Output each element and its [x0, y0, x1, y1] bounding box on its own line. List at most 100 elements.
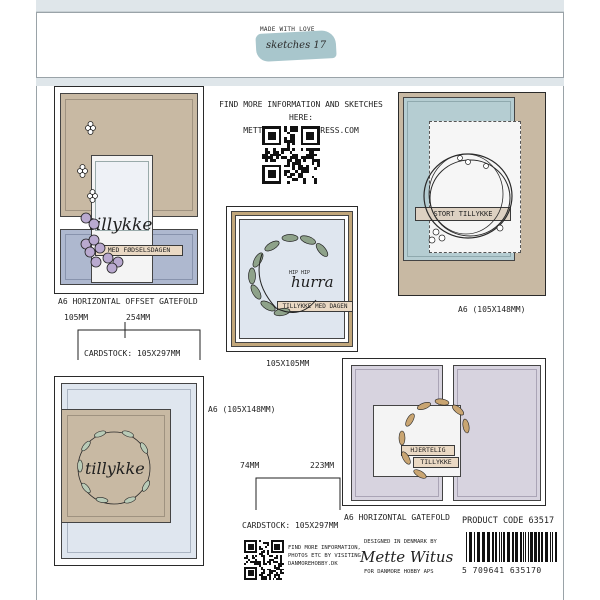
qr-module [267, 156, 271, 160]
qr-module [259, 574, 262, 577]
qr-module [282, 568, 284, 571]
footer-for-line: FOR DANMORE HOBBY APS [364, 569, 434, 575]
qr-module [280, 572, 283, 575]
qr-module [273, 159, 276, 162]
qr-module [245, 557, 248, 560]
qr-module [272, 578, 275, 580]
qr-module [284, 126, 287, 129]
qr-module [300, 164, 304, 168]
qr-module [270, 570, 273, 573]
qr-finder [247, 543, 254, 550]
qr-module [292, 137, 296, 140]
barcode-number: 5 709641 635170 [462, 566, 542, 575]
qr-module [284, 164, 287, 168]
qr-module [259, 545, 262, 548]
qr-module [261, 568, 264, 571]
brand-logo: MADE WITH LOVE sketches 17 [252, 20, 338, 66]
qr-module [278, 578, 281, 580]
qr-module [295, 153, 298, 157]
qr-module [297, 175, 301, 179]
sketch-6-banner-2: TILLYKKE [413, 457, 459, 468]
qr-module [311, 159, 315, 162]
qr-module [270, 559, 273, 561]
qr-module [292, 164, 296, 168]
qr-module [308, 153, 312, 157]
barcode-bar [538, 532, 540, 562]
qr-module [253, 562, 256, 565]
qr-module [264, 545, 267, 548]
qr-module [270, 156, 274, 160]
qr-code-bottom[interactable] [244, 540, 284, 580]
qr-module [297, 172, 301, 176]
qr-module [276, 574, 279, 577]
qr-module [264, 159, 268, 162]
qr-module [255, 560, 258, 563]
qr-module [311, 156, 315, 160]
qr-module [289, 172, 293, 176]
qr-module [263, 557, 265, 560]
qr-module [268, 578, 271, 580]
qr-module [263, 541, 265, 544]
qr-module [289, 137, 293, 140]
qr-module [263, 551, 265, 554]
qr-module [257, 560, 260, 563]
qr-module [278, 574, 281, 577]
qr-module [263, 570, 265, 573]
qr-module [273, 148, 276, 151]
qr-module [303, 167, 307, 171]
designer-signature: Mette Witus [360, 548, 454, 566]
qr-module [266, 541, 269, 544]
footer-photos: PHOTOS ETC BY VISITING [288, 553, 361, 559]
qr-module [300, 172, 304, 176]
barcode-bar [474, 532, 475, 562]
qr-module [292, 167, 296, 171]
qr-module [268, 560, 271, 563]
qr-module [284, 128, 287, 132]
qr-module [297, 167, 301, 171]
qr-module [286, 131, 290, 135]
qr-module [306, 170, 309, 173]
qr-module [281, 156, 285, 160]
qr-module [295, 161, 298, 165]
qr-module [306, 156, 309, 160]
qr-module [274, 576, 277, 579]
sketch-3-sentiment-banner: STORT TILLYKKE [415, 207, 511, 221]
qr-module [261, 555, 264, 558]
qr-module [292, 142, 296, 146]
qr-module [314, 159, 318, 162]
qr-module [266, 549, 269, 552]
qr-module [247, 559, 250, 561]
qr-module [311, 150, 315, 154]
barcode-bar [501, 532, 502, 562]
qr-module [314, 153, 318, 157]
qr-module [280, 570, 283, 573]
qr-module [292, 153, 296, 157]
sketch-4-tan-inner [67, 415, 165, 517]
barcode-bar [515, 532, 518, 562]
qr-module [300, 175, 304, 179]
qr-module [264, 541, 267, 544]
qr-module [284, 170, 287, 173]
qr-module [286, 139, 290, 143]
qr-module [280, 578, 283, 580]
qr-module [259, 553, 262, 556]
qr-module [286, 148, 290, 151]
qr-module [289, 126, 293, 129]
product-code: PRODUCT CODE 63517 [462, 516, 555, 526]
qr-finder [274, 543, 281, 550]
qr-module [286, 142, 290, 146]
qr-module [266, 543, 269, 546]
footer-site: DANMOREHOBBY.DK [288, 561, 338, 567]
qr-module [263, 572, 265, 575]
barcode [466, 532, 558, 568]
qr-module [308, 148, 312, 151]
qr-module [273, 150, 276, 154]
qr-module [274, 557, 277, 560]
qr-code-top[interactable] [262, 126, 320, 184]
sketch-1-pale-mat [95, 161, 149, 231]
sketch-6-caption: A6 HORIZONTAL GATEFOLD [344, 513, 450, 522]
qr-module [295, 170, 298, 173]
qr-module [261, 547, 264, 550]
sketch-1-sentiment-script: tillykke [89, 215, 153, 235]
qr-module [263, 560, 265, 563]
